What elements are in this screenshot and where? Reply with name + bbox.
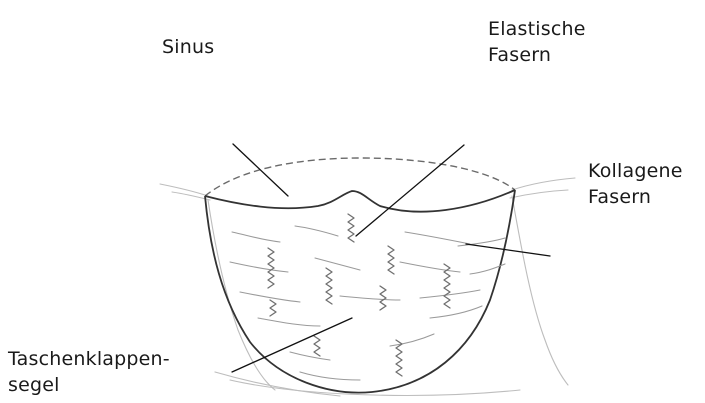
label-cusp-line-2: segel	[8, 372, 170, 398]
cusp-outline	[205, 190, 515, 393]
label-elastic-fibers-line-1: Elastische	[488, 16, 586, 42]
label-collagen-fibers-line-1: Kollagene	[588, 158, 683, 184]
vessel-wall-sketch	[160, 178, 575, 396]
label-collagen-fibers-line-2: Fasern	[588, 184, 683, 210]
leader-sinus	[233, 144, 288, 196]
label-collagen-fibers: Kollagene Fasern	[588, 158, 683, 210]
annulus-rim	[205, 158, 515, 196]
elastic-fibers	[268, 214, 450, 376]
label-sinus-text: Sinus	[162, 34, 214, 60]
leader-cusp	[232, 318, 352, 372]
label-cusp: Taschenklappen- segel	[8, 346, 170, 398]
label-sinus: Sinus	[162, 34, 214, 60]
leader-collagen	[466, 244, 550, 256]
label-elastic-fibers-line-2: Fasern	[488, 42, 586, 68]
leader-elastic	[356, 145, 464, 236]
sinus-outline	[205, 190, 515, 212]
collagen-fibers	[230, 226, 505, 380]
label-elastic-fibers: Elastische Fasern	[488, 16, 586, 68]
label-cusp-line-1: Taschenklappen-	[8, 346, 170, 372]
